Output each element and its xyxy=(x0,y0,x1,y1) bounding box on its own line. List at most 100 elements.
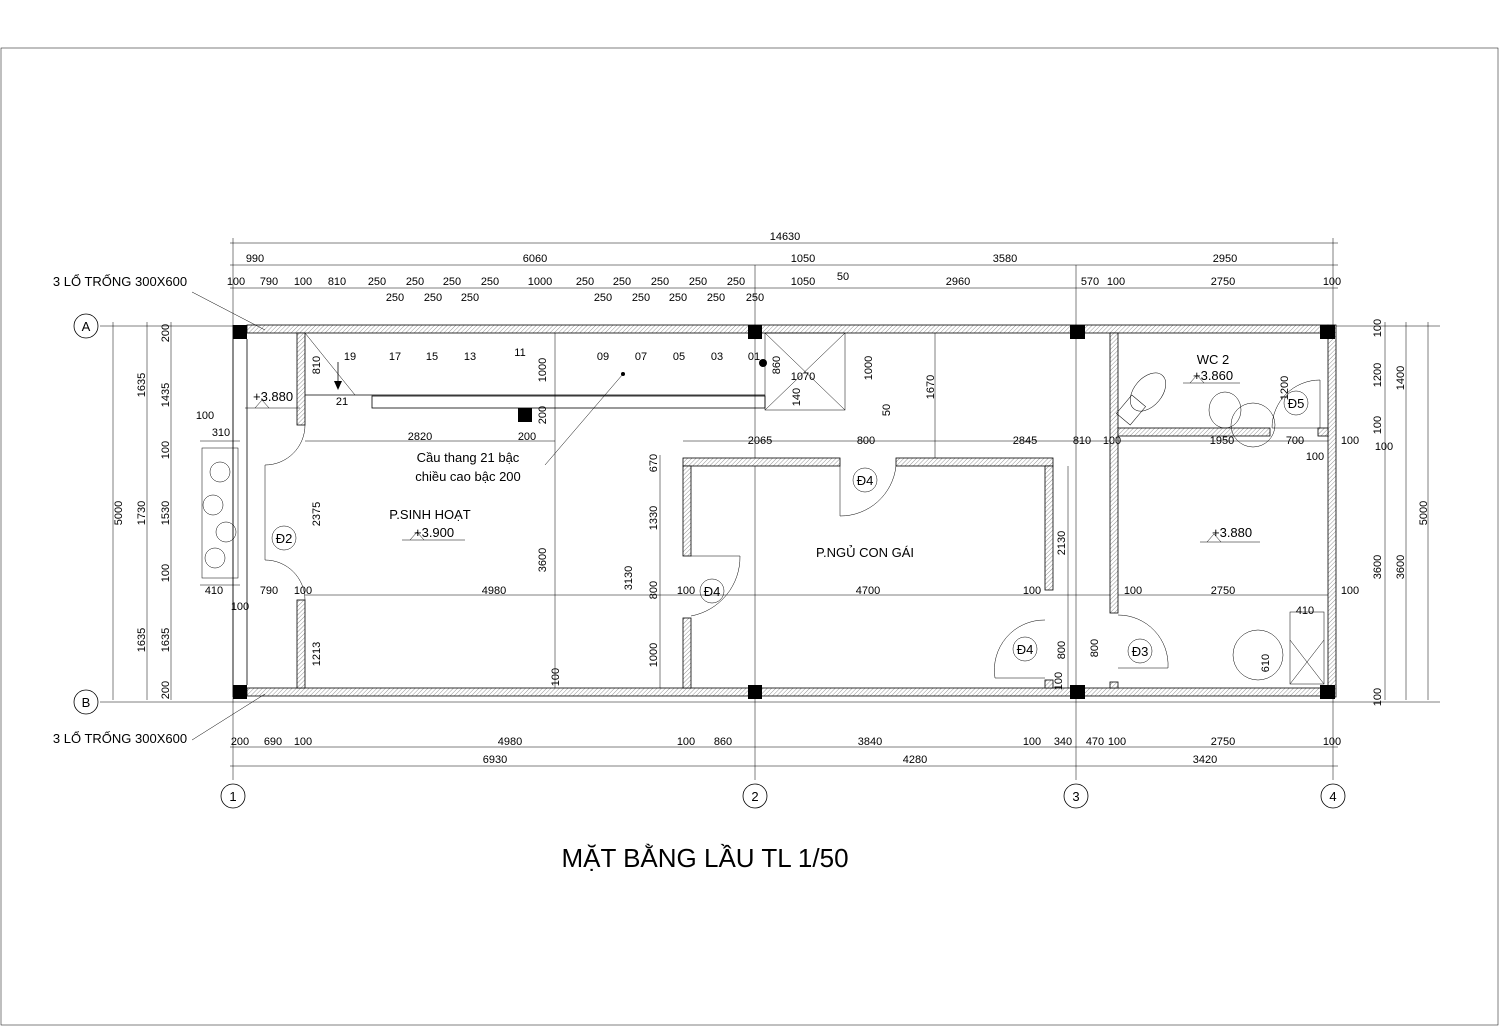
dimension-label: 1050 xyxy=(791,253,815,265)
dimension-label: 1400 xyxy=(1395,366,1407,390)
grid-bubble xyxy=(1320,783,1346,809)
stair-note-line2: chiều cao bậc 200 xyxy=(415,469,521,484)
grid-axis-label: 1 xyxy=(229,789,236,804)
stair-step-number: 01 xyxy=(748,351,760,363)
dimension-label: 1000 xyxy=(648,643,660,667)
stair-step-number: 19 xyxy=(344,351,356,363)
dimension-label: 470 xyxy=(1086,736,1104,748)
stair-step-number: 21 xyxy=(336,396,348,408)
door-tag-circle xyxy=(271,525,297,551)
grid-bubble xyxy=(73,689,99,715)
dimension-label: 250 xyxy=(746,292,764,304)
dimension-label: 1330 xyxy=(648,506,660,530)
dimension-label: 250 xyxy=(461,292,479,304)
dimension-label: 100 xyxy=(550,668,562,686)
dimension-label: 100 xyxy=(1023,585,1041,597)
dimension-label: 2950 xyxy=(1213,253,1237,265)
dimension-label: 990 xyxy=(246,253,264,265)
dimension-label: 4280 xyxy=(903,754,927,766)
stair-note-line1: Cầu thang 21 bậc xyxy=(417,450,520,465)
dimension-label: 3600 xyxy=(537,548,549,572)
dimension-label: 100 xyxy=(1107,276,1125,288)
dimension-label: 250 xyxy=(576,276,594,288)
dimension-label: 6060 xyxy=(523,253,547,265)
dimension-label: 250 xyxy=(443,276,461,288)
dimension-label: 1000 xyxy=(537,358,549,382)
stair-step-number: 11 xyxy=(514,347,525,359)
dimension-label: 1435 xyxy=(160,383,172,407)
dimension-label: 250 xyxy=(727,276,745,288)
dimension-label: 810 xyxy=(311,356,323,374)
dimension-label: 800 xyxy=(648,581,660,599)
dimension-label: 100 xyxy=(196,410,214,422)
dimension-label: 250 xyxy=(632,292,650,304)
door-tag-circle xyxy=(1283,390,1309,416)
dimension-label: 100 xyxy=(1323,276,1341,288)
dimension-label: 5000 xyxy=(113,501,125,525)
dimension-label: 1070 xyxy=(791,371,815,383)
dimension-label: 410 xyxy=(1296,605,1314,617)
dimension-label: 1635 xyxy=(136,373,148,397)
level-label: +3.900 xyxy=(414,525,454,540)
dimension-label: 1670 xyxy=(925,375,937,399)
dimension-label: 100 xyxy=(1341,585,1359,597)
door-tag: Đ5 xyxy=(1288,396,1305,411)
dimension-label: 860 xyxy=(771,356,783,374)
dimension-label: 50 xyxy=(837,271,849,283)
level-label: +3.860 xyxy=(1193,368,1233,383)
dimension-label: 800 xyxy=(1089,639,1101,657)
dimension-label: 200 xyxy=(537,406,549,424)
dimension-label: 1000 xyxy=(863,356,875,380)
dimension-label: 860 xyxy=(714,736,732,748)
dimension-label: 100 xyxy=(1341,435,1359,447)
dimension-label: 100 xyxy=(160,441,172,459)
dimension-label: 200 xyxy=(231,736,249,748)
dimension-label: 800 xyxy=(1056,641,1068,659)
dimension-label: 2130 xyxy=(1056,531,1068,555)
grid-axis-label: B xyxy=(82,695,91,710)
drawing-title: MẶT BẰNG LẦU TL 1/50 xyxy=(561,843,848,873)
dimension-label: 14630 xyxy=(770,231,801,243)
dimension-label: 800 xyxy=(857,435,875,447)
dimension-label: 670 xyxy=(648,454,660,472)
dimension-label: 4980 xyxy=(498,736,522,748)
dimension-label: 100 xyxy=(294,736,312,748)
door-tag-circle xyxy=(852,467,878,493)
dimension-label: 250 xyxy=(481,276,499,288)
dimension-label: 570 xyxy=(1081,276,1099,288)
stair-step-number: 15 xyxy=(426,351,438,363)
dimension-label: 810 xyxy=(328,276,346,288)
dimension-label: 250 xyxy=(689,276,707,288)
dimension-label: 2750 xyxy=(1211,585,1235,597)
level-label: +3.880 xyxy=(253,389,293,404)
dimension-label: 1000 xyxy=(528,276,552,288)
dimension-label: 250 xyxy=(613,276,631,288)
level-markers xyxy=(245,374,1260,543)
dimension-label: 100 xyxy=(1372,416,1384,434)
dimension-label: 2960 xyxy=(946,276,970,288)
dimension-label: 2065 xyxy=(748,435,772,447)
dimension-label: 3600 xyxy=(1372,555,1384,579)
wc-fixtures xyxy=(201,372,1325,685)
dimension-label: 100 xyxy=(677,585,695,597)
openings-note-top: 3 LỔ TRỐNG 300X600 xyxy=(53,274,187,289)
planter-box xyxy=(201,447,239,579)
dimension-label: 100 xyxy=(1323,736,1341,748)
door-tag-circle xyxy=(1012,636,1038,662)
dimension-label: 200 xyxy=(160,324,172,342)
dimension-label: 4700 xyxy=(856,585,880,597)
dimension-label: 250 xyxy=(424,292,442,304)
dimension-label: 200 xyxy=(160,681,172,699)
grid-bubble xyxy=(742,783,768,809)
dimension-label: 2750 xyxy=(1211,276,1235,288)
dimension-label: 1950 xyxy=(1210,435,1234,447)
dimension-label: 310 xyxy=(212,427,230,439)
door-tag: Đ4 xyxy=(704,584,721,599)
grid-axis-label: A xyxy=(82,319,91,334)
dimension-label: 2375 xyxy=(311,502,323,526)
dimension-label: 250 xyxy=(386,292,404,304)
dimension-label: 1213 xyxy=(311,642,323,666)
dimension-label: 810 xyxy=(1073,435,1091,447)
dimension-label: 790 xyxy=(260,276,278,288)
dimension-label: 700 xyxy=(1286,435,1304,447)
